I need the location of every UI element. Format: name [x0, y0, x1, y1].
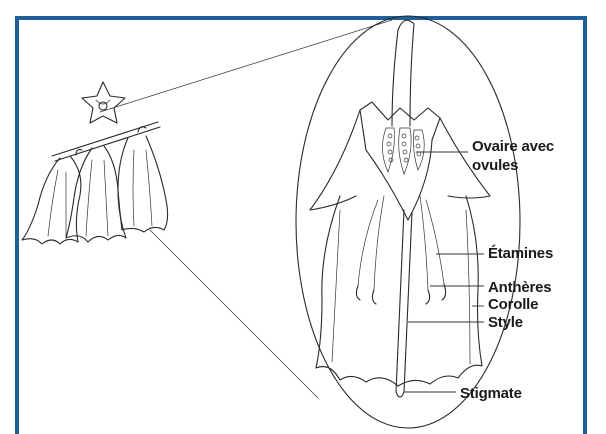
flower-cluster-illustration — [22, 82, 168, 244]
label-ovules: ovules — [472, 157, 518, 174]
label-stamens: Étamines — [488, 245, 553, 262]
label-style: Style — [488, 314, 523, 331]
magnification-circle — [296, 16, 520, 428]
magnified-flower-illustration — [310, 20, 490, 397]
label-ovary: Ovaire avec — [472, 138, 554, 155]
label-stigma: Stigmate — [460, 385, 522, 402]
label-corolla: Corolle — [488, 296, 538, 313]
label-anthers: Anthères — [488, 279, 551, 296]
magnification-lines — [100, 20, 392, 398]
label-leaders — [404, 152, 484, 392]
